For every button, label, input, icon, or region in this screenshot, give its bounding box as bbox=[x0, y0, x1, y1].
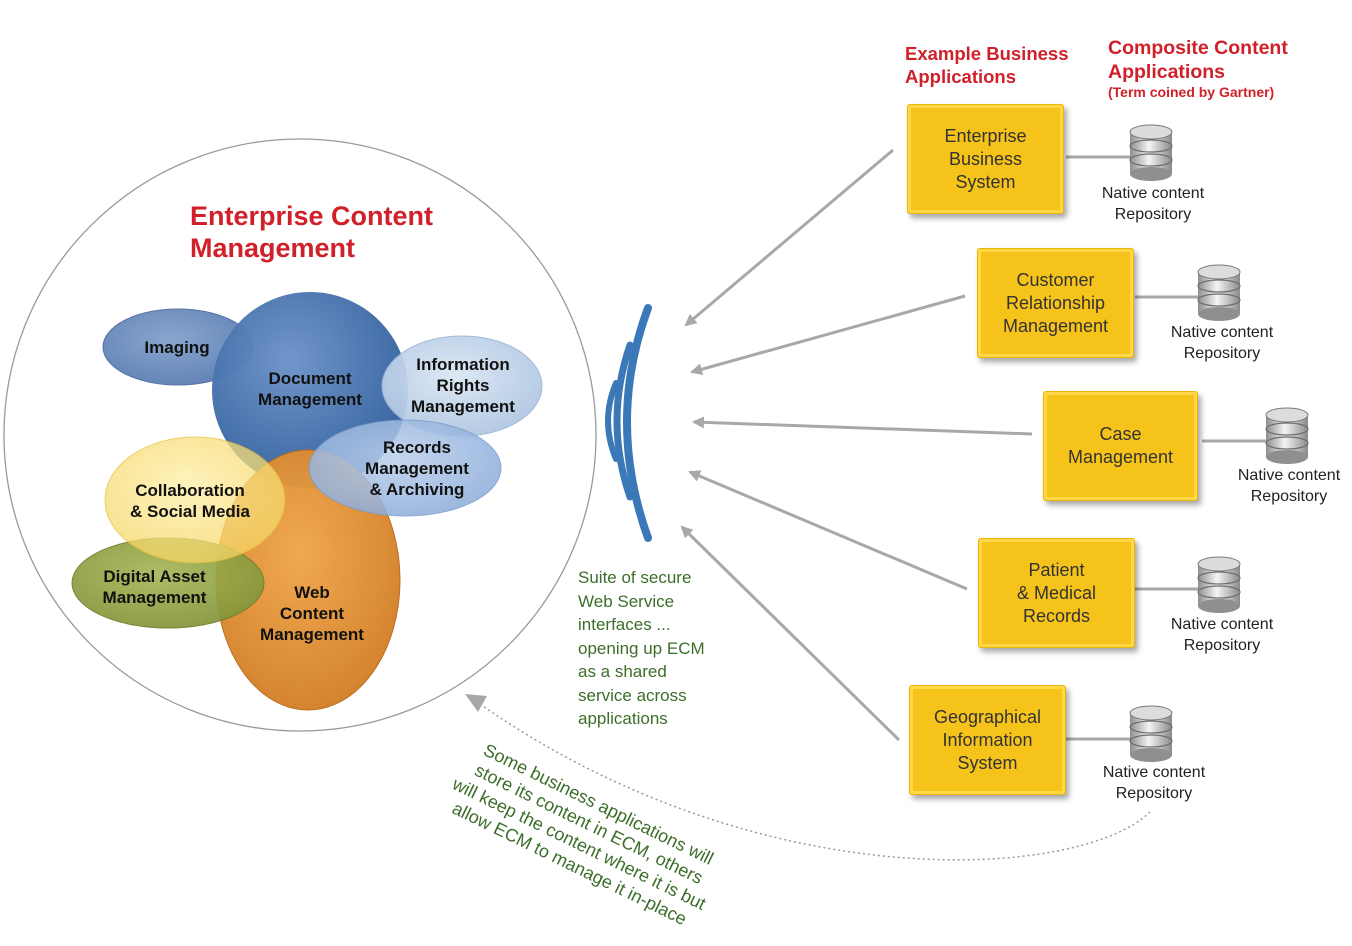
repository-label: Native content Repository bbox=[1101, 185, 1205, 223]
app-label: Enterprise Business System bbox=[944, 125, 1027, 192]
arrow-patient-records bbox=[688, 470, 968, 591]
imaging-label: Imaging bbox=[144, 338, 210, 357]
repository-label: Native content Repository bbox=[1170, 324, 1274, 362]
app-customer-relationship-management: Customer Relationship Management bbox=[977, 248, 1134, 358]
database-icon bbox=[1129, 124, 1173, 181]
app-label: Patient & Medical Records bbox=[1016, 559, 1097, 626]
records-management-label: Records Management & Archiving bbox=[365, 438, 469, 499]
database-icon bbox=[1197, 264, 1241, 321]
database-icon bbox=[1265, 407, 1309, 464]
records-management-bubble bbox=[308, 419, 502, 517]
collaboration-bubble bbox=[104, 436, 286, 564]
app-arrows bbox=[680, 148, 1033, 742]
composite-content-heading: Composite Content Applications bbox=[1108, 37, 1288, 83]
dotted-return-arrow bbox=[479, 703, 1151, 861]
app-geographical-information-system: Geographical Information System bbox=[909, 685, 1066, 795]
service-note: Suite of secure Web Service interfaces .… bbox=[578, 568, 705, 728]
diagram-graphics bbox=[3, 124, 1309, 861]
repo-connectors bbox=[1066, 155, 1266, 741]
signal-waves-icon bbox=[605, 304, 652, 542]
example-business-heading: Example Business Applications bbox=[905, 43, 1069, 87]
database-icon bbox=[1197, 556, 1241, 613]
arrow-crm bbox=[690, 294, 966, 376]
repository-label: Native content Repository bbox=[1237, 467, 1341, 505]
digital-asset-label: Digital Asset Management bbox=[102, 567, 207, 607]
gartner-note: (Term coined by Gartner) bbox=[1108, 84, 1275, 100]
ecm-title: Enterprise Content Management bbox=[190, 201, 434, 263]
ecm-boundary-circle bbox=[3, 138, 597, 732]
document-management-label: Document Management bbox=[258, 369, 362, 409]
web-content-label: Web Content Management bbox=[260, 583, 364, 644]
app-label: Geographical Information System bbox=[933, 706, 1042, 773]
arrow-geographical bbox=[680, 525, 901, 742]
repository-label: Native content Repository bbox=[1170, 616, 1274, 654]
app-case-management: Case Management bbox=[1043, 391, 1198, 501]
app-patient-medical-records: Patient & Medical Records bbox=[978, 538, 1135, 648]
database-icon bbox=[1129, 705, 1173, 762]
collaboration-label: Collaboration & Social Media bbox=[130, 481, 250, 521]
information-rights-label: Information Rights Management bbox=[411, 355, 515, 416]
arrow-enterprise-business bbox=[684, 148, 894, 327]
arrow-case-management bbox=[692, 416, 1033, 436]
app-label: Customer Relationship Management bbox=[1002, 269, 1109, 336]
repository-label: Native content Repository bbox=[1102, 764, 1206, 802]
dotted-arrowhead bbox=[465, 694, 487, 712]
app-enterprise-business-system: Enterprise Business System bbox=[907, 104, 1064, 214]
ecm-diagram: Example Business Applications Composite … bbox=[3, 37, 1341, 929]
app-label: Case Management bbox=[1067, 424, 1174, 467]
